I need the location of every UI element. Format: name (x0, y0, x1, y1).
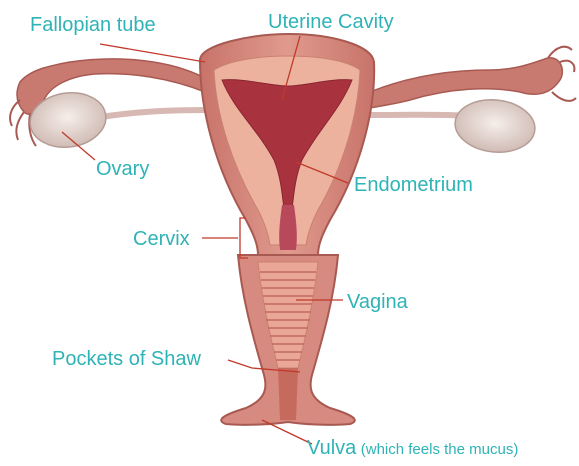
label-cervix: Cervix (133, 229, 190, 249)
uterus (200, 34, 374, 255)
label-endometrium: Endometrium (354, 175, 473, 195)
label-vulva-note: (which feels the mucus) (361, 441, 519, 458)
label-uterine-cavity: Uterine Cavity (268, 12, 394, 32)
label-ovary: Ovary (96, 159, 149, 179)
label-pockets-of-shaw: Pockets of Shaw (52, 349, 201, 369)
left-ligament (95, 110, 205, 118)
right-fallopian-tube (370, 47, 576, 108)
label-vulva: Vulva (which feels the mucus) (307, 438, 518, 458)
vagina (221, 255, 355, 425)
right-ovary (453, 96, 538, 156)
label-vagina: Vagina (347, 292, 408, 312)
label-vulva-word: Vulva (307, 437, 356, 459)
cervix-bracket (240, 218, 248, 258)
label-fallopian-tube: Fallopian tube (30, 15, 156, 35)
right-ligament (370, 115, 470, 116)
